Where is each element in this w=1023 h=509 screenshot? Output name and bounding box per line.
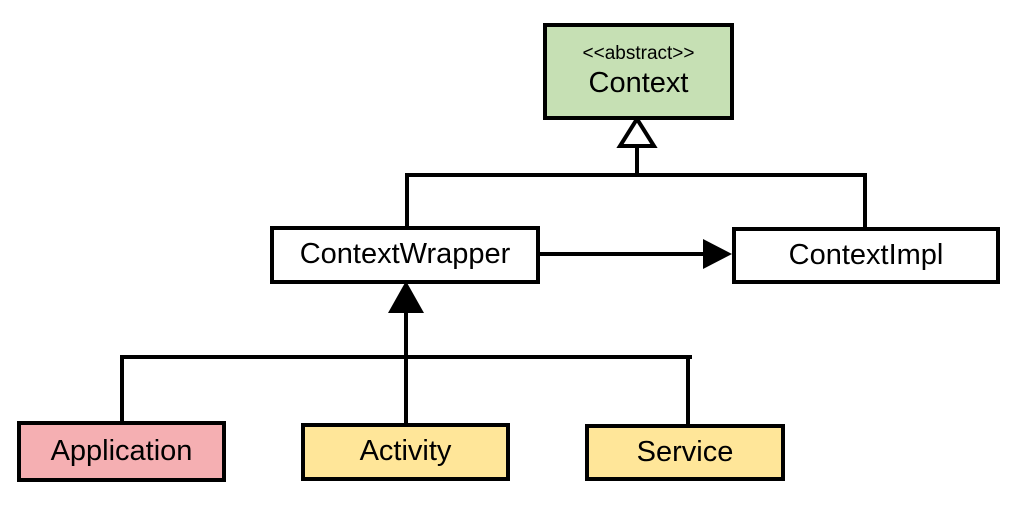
class-label: Service (636, 435, 734, 468)
class-label: Context (588, 66, 689, 99)
class-box-contextimpl: ContextImpl (732, 227, 1000, 284)
class-box-activity: Activity (301, 423, 510, 481)
filled-up-arrowhead-icon (388, 281, 424, 313)
generalization-line-application (120, 355, 124, 421)
class-label: Application (50, 434, 193, 467)
association-line (540, 252, 706, 256)
generalization-line-service (686, 355, 690, 425)
class-box-service: Service (585, 424, 785, 481)
hollow-triangle-arrowhead-icon (616, 115, 658, 148)
class-box-context: <<abstract>> Context (543, 23, 734, 120)
generalization-line-activity (404, 312, 408, 424)
generalization-line-stub (635, 145, 639, 177)
filled-right-arrowhead-icon (703, 239, 732, 269)
class-label: ContextWrapper (299, 238, 511, 271)
class-label: Activity (359, 435, 452, 468)
class-stereotype: <<abstract>> (582, 42, 695, 64)
class-box-contextwrapper: ContextWrapper (270, 226, 540, 284)
class-label: ContextImpl (788, 238, 944, 271)
subclasses-horizontal-line (120, 355, 692, 359)
class-box-application: Application (17, 421, 226, 482)
generalization-line-contextimpl (863, 173, 867, 228)
generalization-line-contextwrapper (405, 173, 409, 226)
